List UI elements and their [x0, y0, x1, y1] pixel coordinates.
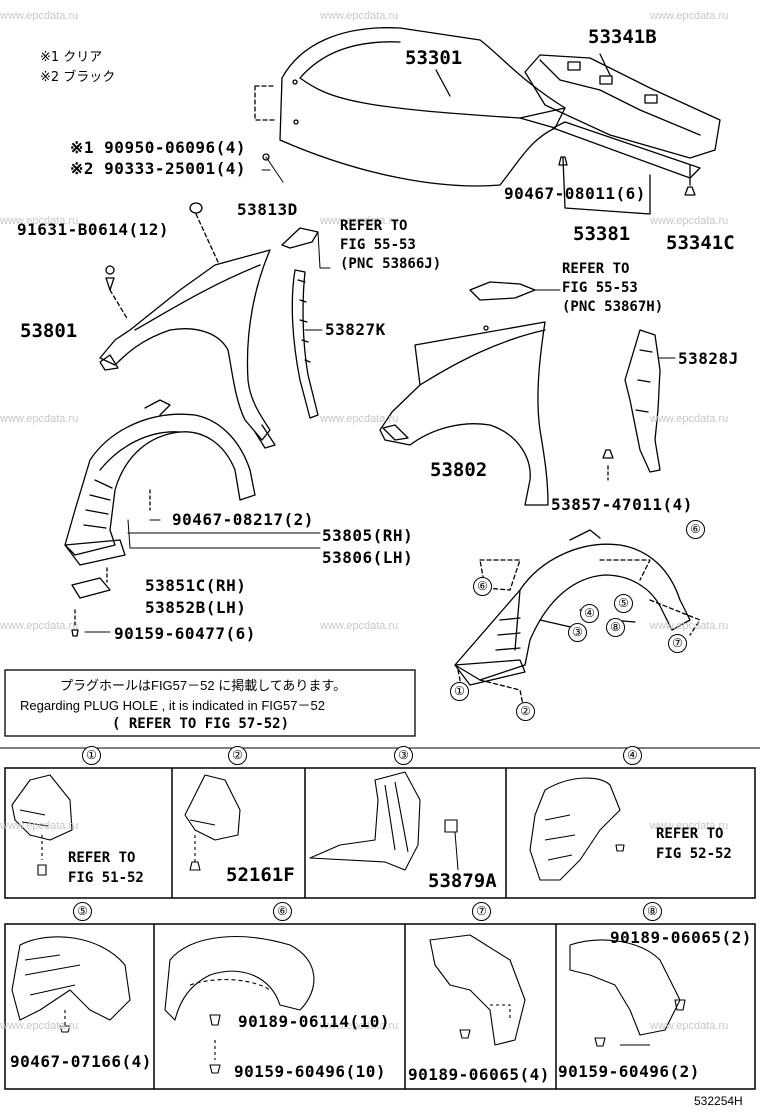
part-label-53805: 53805(RH)	[322, 526, 414, 545]
part-label-90467-08011: 90467-08011(6)	[504, 184, 646, 203]
refer-51-52-line1: REFER TO	[68, 850, 136, 866]
watermark-4: www.epcdata.ru	[0, 215, 79, 227]
plug-hole-note-ref: ( REFER TO FIG 57-52)	[112, 716, 290, 732]
part-label-90467-08217: 90467-08217(2)	[172, 510, 314, 529]
callout-4: ④	[580, 604, 599, 623]
detail-header-7: ⑦	[472, 902, 491, 921]
fender-53802-drawing	[379, 281, 549, 506]
part-label-53341b: 53341B	[588, 26, 657, 48]
detail-header-4: ④	[623, 746, 642, 765]
detail-header-6: ⑥	[273, 902, 292, 921]
part-label-53381: 53381	[573, 223, 631, 245]
fender-mudguard-53805-drawing	[64, 399, 256, 637]
watermark-8: www.epcdata.ru	[320, 413, 399, 425]
part-label-53801: 53801	[20, 320, 78, 342]
part-label-90467-07166: 90467-07166(4)	[10, 1052, 152, 1071]
hood-seal-53341b-drawing	[524, 53, 721, 159]
refer-52-52-line2: FIG 52-52	[656, 846, 732, 862]
refer-52-52-line1: REFER TO	[656, 826, 724, 842]
watermark-2: www.epcdata.ru	[320, 10, 399, 22]
refer-55-53-a-line3: (PNC 53866J)	[340, 256, 442, 272]
watermark-10: www.epcdata.ru	[0, 620, 79, 632]
watermark-14: www.epcdata.ru	[650, 820, 729, 832]
part-label-53341c: 53341C	[666, 232, 735, 254]
callout-2: ②	[516, 702, 535, 721]
part-label-90159-60496-2: 90159-60496(2)	[558, 1062, 700, 1081]
refer-55-53-a-line1: REFER TO	[340, 218, 408, 234]
callout-6-upper: ⑥	[686, 520, 705, 539]
callout-3: ③	[568, 623, 587, 642]
part-label-90189-06065-2: 90189-06065(2)	[610, 928, 752, 947]
callout-8: ⑧	[606, 618, 625, 637]
part-label-53851c: 53851C(RH)	[145, 576, 247, 595]
part-label-53813d: 53813D	[237, 200, 298, 219]
part-label-53827k: 53827K	[325, 320, 386, 339]
callout-5: ⑤	[614, 594, 633, 613]
detail-header-3: ③	[394, 746, 413, 765]
callout-6-lower: ⑥	[473, 577, 492, 596]
watermark-13: www.epcdata.ru	[0, 820, 79, 832]
part-label-53879a: 53879A	[428, 870, 497, 892]
callout-1: ①	[450, 682, 469, 701]
part-label-90159-60496-10: 90159-60496(10)	[234, 1062, 386, 1081]
plug-hole-note-en: Regarding PLUG HOLE , it is indicated in…	[20, 698, 325, 713]
part-label-53802: 53802	[430, 459, 488, 481]
fender-53801-drawing	[99, 202, 319, 449]
watermark-12: www.epcdata.ru	[650, 620, 729, 632]
part-label-90950: ※1 90950-06096(4)	[70, 138, 247, 157]
watermark-7: www.epcdata.ru	[0, 413, 79, 425]
part-label-52161f: 52161F	[226, 864, 295, 886]
watermark-9: www.epcdata.ru	[650, 413, 729, 425]
legend-clear: ※1 クリア	[40, 50, 103, 65]
callout-7: ⑦	[668, 634, 687, 653]
fender-liner-53827k-drawing	[291, 269, 319, 419]
part-label-53301: 53301	[405, 47, 463, 69]
part-label-91631: 91631-B0614(12)	[17, 220, 169, 239]
part-label-90333: ※2 90333-25001(4)	[70, 159, 247, 178]
refer-55-53-b-line1: REFER TO	[562, 261, 630, 277]
watermark-5: www.epcdata.ru	[320, 215, 399, 227]
detail-header-5: ⑤	[73, 902, 92, 921]
watermark-6: www.epcdata.ru	[650, 215, 729, 227]
watermark-15: www.epcdata.ru	[0, 1020, 79, 1032]
hood-seal-53381-drawing	[552, 121, 701, 215]
refer-55-53-b-line2: FIG 55-53	[562, 280, 638, 296]
part-label-90189-06065-4: 90189-06065(4)	[408, 1065, 550, 1084]
detail-header-8: ⑧	[643, 902, 662, 921]
part-label-53852b: 53852B(LH)	[145, 598, 247, 617]
part-label-90159-60477: 90159-60477(6)	[114, 624, 256, 643]
refer-55-53-b-line3: (PNC 53867H)	[562, 299, 664, 315]
diagram-code: 532254H	[694, 1094, 743, 1108]
watermark-1: www.epcdata.ru	[0, 10, 79, 22]
part-label-53857: 53857-47011(4)	[551, 495, 693, 514]
watermark-16: www.epcdata.ru	[320, 1020, 399, 1032]
refer-51-52-line2: FIG 51-52	[68, 870, 144, 886]
refer-55-53-a-line2: FIG 55-53	[340, 237, 416, 253]
fender-liner-53828j-drawing	[602, 329, 661, 481]
part-label-53806: 53806(LH)	[322, 548, 414, 567]
legend-black: ※2 ブラック	[40, 70, 116, 85]
plug-hole-note-jp: プラグホールはFIG57－52 に掲載してあります。	[60, 678, 347, 693]
watermark-3: www.epcdata.ru	[650, 10, 729, 22]
watermark-11: www.epcdata.ru	[320, 620, 399, 632]
detail-header-2: ②	[228, 746, 247, 765]
part-label-53828j: 53828J	[678, 349, 739, 368]
part-label-90189-06114: 90189-06114(10)	[238, 1012, 390, 1031]
detail-header-1: ①	[82, 746, 101, 765]
watermark-17: www.epcdata.ru	[650, 1020, 729, 1032]
